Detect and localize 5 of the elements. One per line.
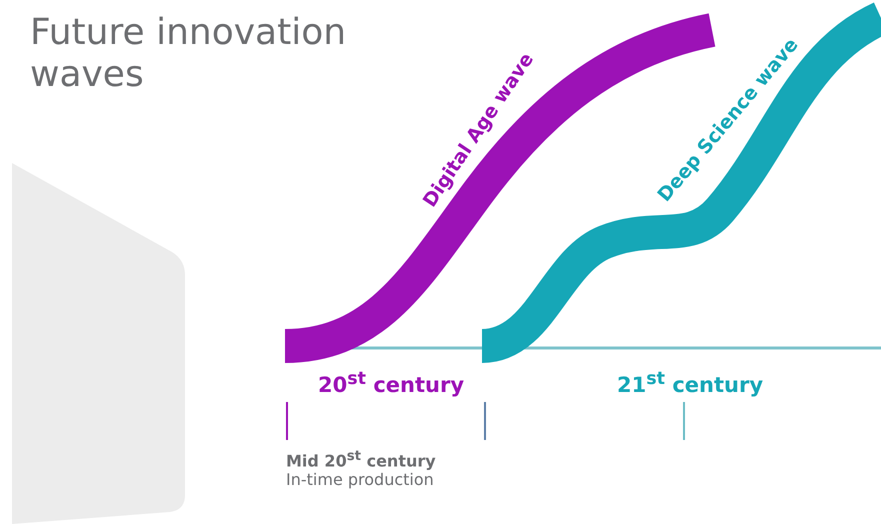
century-label: 21$^{st}$ century bbox=[617, 369, 764, 397]
title: Future innovation waves bbox=[30, 12, 348, 96]
milestone-label: Mid 20$^{st}$ century bbox=[286, 449, 436, 470]
milestone-description: In-time production bbox=[286, 470, 434, 489]
century-label: 20$^{st}$ century bbox=[318, 369, 464, 397]
